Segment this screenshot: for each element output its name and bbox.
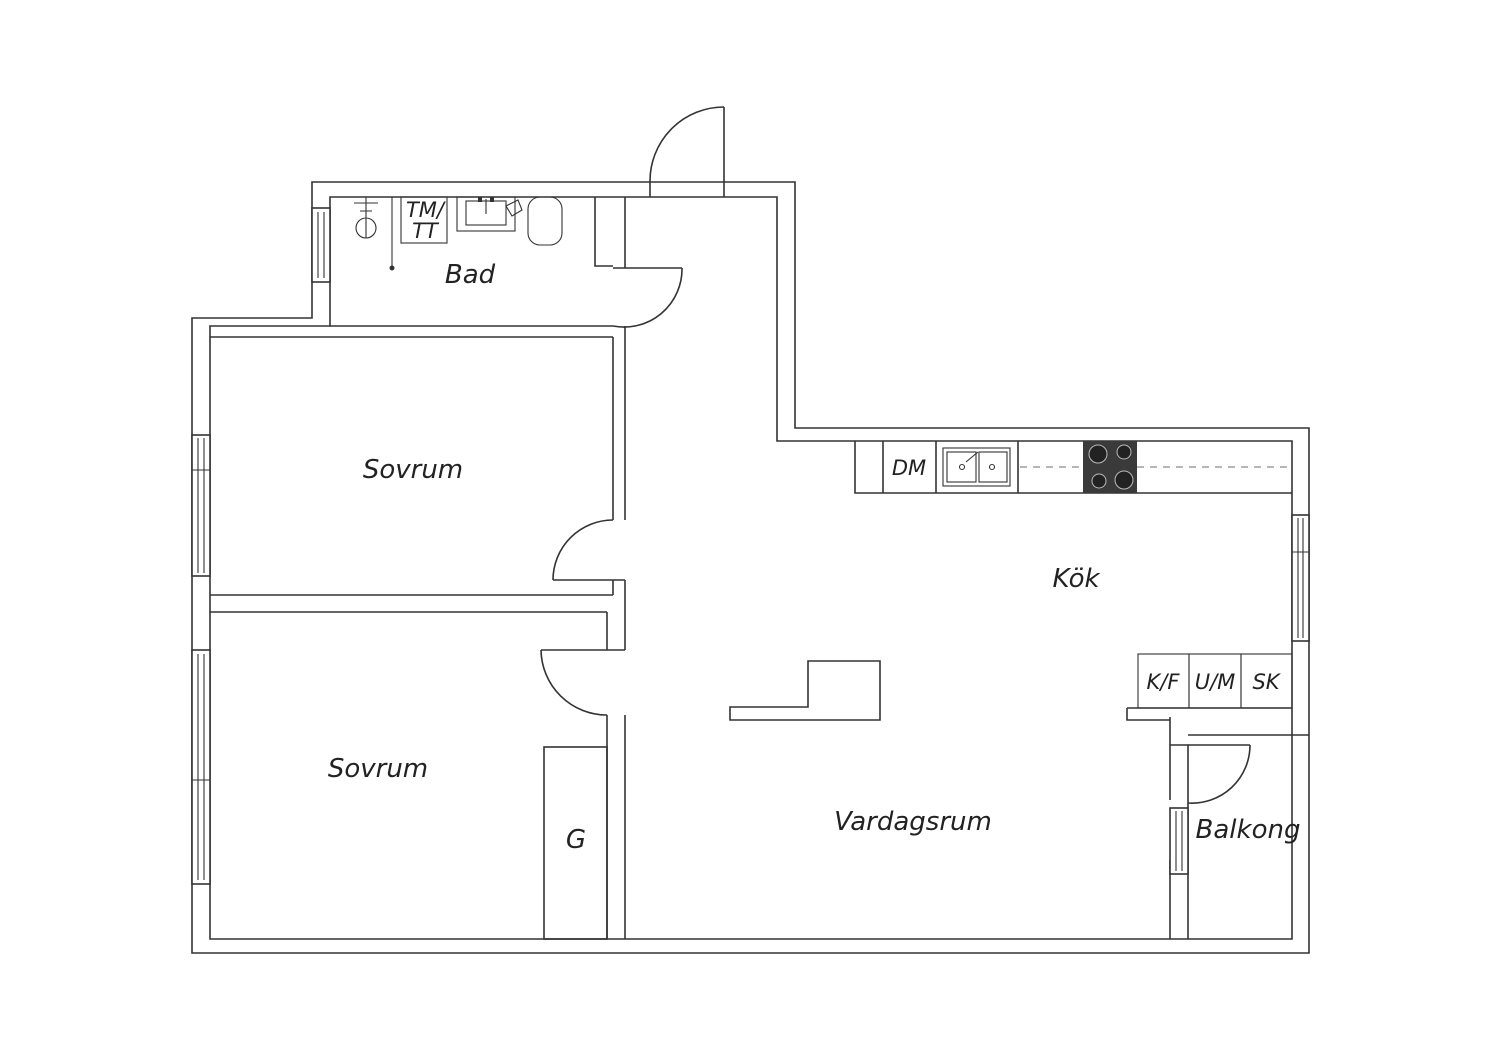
bedroom-1-door	[552, 519, 625, 581]
fixture-label-tt: TT	[412, 219, 440, 243]
washbasin-icon	[456, 196, 516, 232]
balcony-door	[1187, 744, 1251, 804]
room-label-balkong: Balkong	[1196, 815, 1301, 845]
interior-walls	[210, 197, 1309, 939]
exterior-wall	[191, 181, 1310, 954]
windows	[191, 207, 1310, 885]
room-label-sovrum-1: Sovrum	[363, 455, 463, 485]
bathroom-door	[612, 267, 683, 328]
room-label-vardagsrum: Vardagsrum	[834, 807, 992, 837]
stepped-counter	[729, 660, 881, 721]
entrance-door	[649, 106, 725, 197]
sink-icon	[942, 447, 1011, 487]
stove-icon	[1083, 441, 1137, 493]
shower-icon	[354, 197, 395, 271]
bedroom-2-door	[540, 649, 625, 716]
fixture-label-g: G	[566, 825, 586, 855]
fixture-label-tm: TM/	[406, 198, 446, 222]
room-label-bad: Bad	[445, 260, 496, 290]
fixture-label-dm: DM	[892, 456, 926, 480]
wardrobe-box	[543, 746, 608, 940]
fixture-label-kf: K/F	[1147, 670, 1181, 694]
kitchen-counter	[854, 441, 1292, 494]
washer-dryer-box	[400, 196, 448, 244]
fixture-label-um: U/M	[1195, 670, 1236, 694]
room-label-kok: Kök	[1052, 564, 1100, 594]
kitchen-appliance-boxes	[1137, 653, 1293, 709]
room-label-sovrum-2: Sovrum	[328, 754, 428, 784]
fixture-label-sk: SK	[1252, 670, 1281, 694]
toilet-icon	[505, 196, 563, 246]
